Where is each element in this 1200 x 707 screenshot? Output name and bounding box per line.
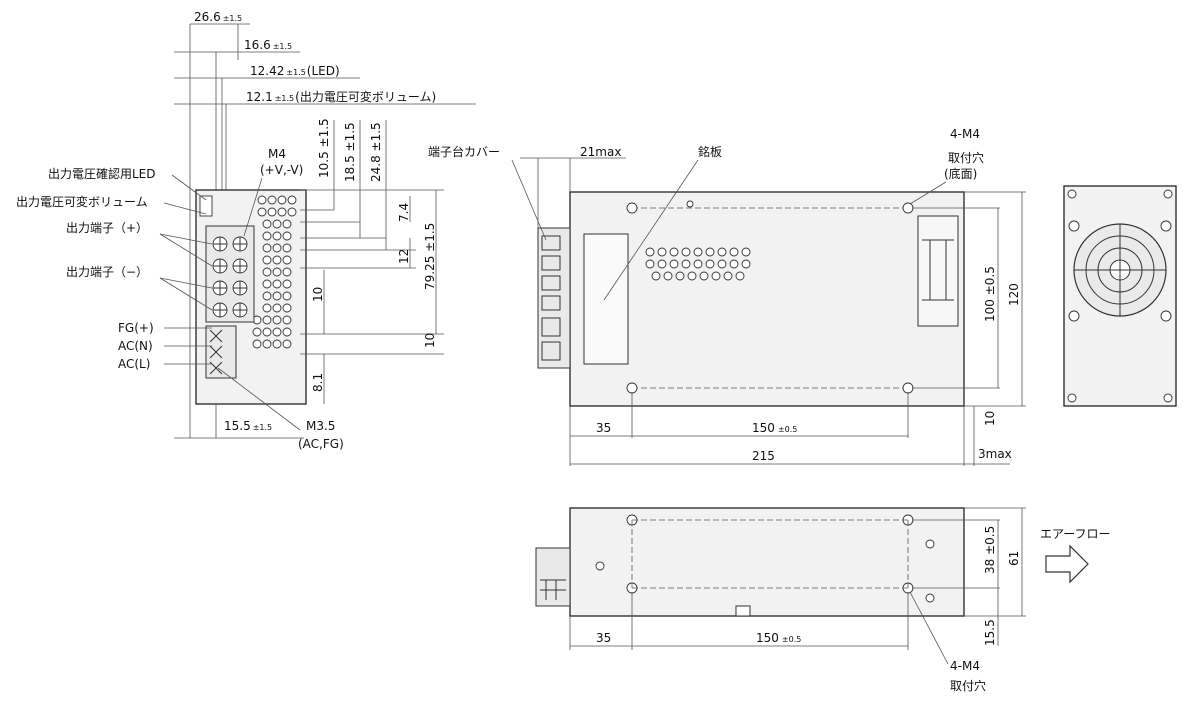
- m4-label: M4: [268, 147, 286, 161]
- dim-10-5: 10.5 ±1.5: [317, 118, 331, 178]
- label-nameplate: 銘板: [698, 144, 722, 159]
- vent-holes: [252, 195, 297, 349]
- dim-7-4: 7.4: [397, 203, 411, 222]
- dim-10a: 10: [311, 287, 325, 302]
- bottom-dim-15-5: 15.5: [983, 619, 997, 646]
- dim-24-8: 24.8 ±1.5: [369, 122, 383, 182]
- bottom-view: 38 ±0.5 61 15.5 35 150±0.5 4-M4 取付穴 エアーフ…: [535, 507, 1111, 693]
- fan-view: [1063, 185, 1177, 407]
- dim-12-1: 12.1±1.5(出力電圧可変ボリューム): [246, 89, 436, 104]
- side-dim-120: 120: [1007, 283, 1021, 306]
- bottom-mount-label: 4-M4: [950, 659, 980, 673]
- side-mount-hole: 取付穴: [948, 150, 984, 165]
- dim-12: 12: [397, 249, 411, 264]
- dim-21max: 21max: [580, 145, 621, 159]
- side-view: 端子台カバー 21max 銘板 4-M4 取付穴 (底面) 3: [428, 127, 1026, 466]
- dim-8-1: 8.1: [311, 373, 325, 392]
- dim-10b: 10: [423, 333, 437, 348]
- m3-5-note: (AC,FG): [298, 437, 344, 451]
- side-dim-215: 215: [752, 449, 775, 463]
- label-out-minus: 出力端子（−）: [66, 265, 148, 279]
- dim-16-6: 16.6±1.5: [244, 38, 292, 52]
- bottom-dim-61: 61: [1007, 551, 1021, 566]
- label-terminal-cover: 端子台カバー: [428, 144, 500, 159]
- dim-12-42: 12.42±1.5(LED): [250, 64, 340, 78]
- label-acn: AC(N): [118, 339, 153, 353]
- side-vent-holes: [645, 247, 751, 281]
- dim-15-5: 15.5±1.5: [224, 419, 272, 433]
- front-view: 26.6±1.5 16.6±1.5 12.42±1.5(LED) 12.1±1.…: [16, 10, 476, 451]
- side-mount-label: 4-M4: [950, 127, 980, 141]
- label-out-plus: 出力端子（+）: [66, 221, 148, 235]
- label-led: 出力電圧確認用LED: [48, 166, 156, 181]
- dim-26-6: 26.6±1.5: [194, 10, 242, 24]
- side-dim-35: 35: [596, 421, 611, 435]
- label-vr: 出力電圧可変ボリューム: [16, 194, 148, 209]
- dim-79-25: 79.25 ±1.5: [423, 223, 437, 290]
- airflow-arrow-icon: [1045, 544, 1089, 584]
- label-fg: FG(+): [118, 321, 154, 335]
- bottom-dim-150: 150±0.5: [756, 631, 801, 645]
- bottom-mount-hole: 取付穴: [950, 678, 986, 693]
- side-mount-note: (底面): [944, 166, 977, 181]
- label-acl: AC(L): [118, 357, 150, 371]
- label-airflow: エアーフロー: [1040, 527, 1111, 541]
- bottom-dim-38: 38 ±0.5: [983, 526, 997, 574]
- side-dim-10: 10: [983, 411, 997, 426]
- output-terminals: [212, 236, 248, 318]
- m4-note: (+V,-V): [260, 163, 303, 177]
- bottom-dim-35: 35: [596, 631, 611, 645]
- dim-18-5: 18.5 ±1.5: [343, 122, 357, 182]
- m3-5-label: M3.5: [306, 419, 335, 433]
- side-dim-100: 100 ±0.5: [983, 266, 997, 322]
- side-dim-3max: 3max: [978, 447, 1012, 461]
- side-dim-150: 150±0.5: [752, 421, 797, 435]
